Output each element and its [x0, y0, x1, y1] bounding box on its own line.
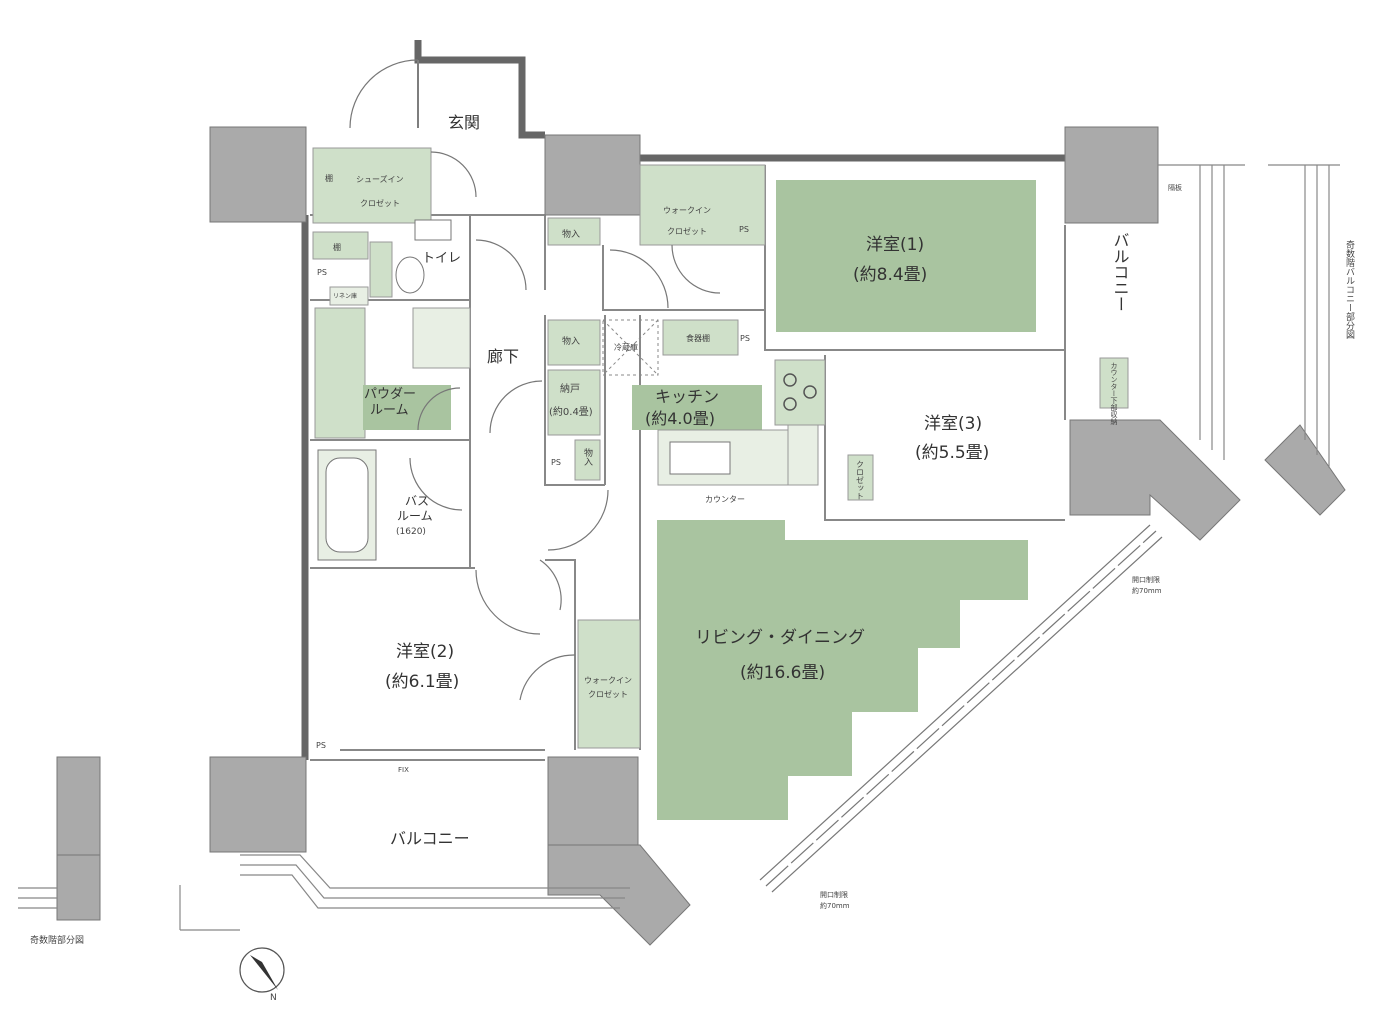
- ps-label-4: PS: [317, 268, 327, 277]
- closet-room3: [847, 454, 874, 501]
- kitchen-floor: [632, 385, 762, 430]
- room1-name: 洋室(1): [866, 235, 924, 255]
- dish-shelf-label: 食器棚: [686, 333, 710, 343]
- room3-name: 洋室(3): [924, 414, 982, 434]
- stove-area: [774, 359, 826, 426]
- ps-label-2: PS: [740, 334, 750, 343]
- opening-limit-size-1: 約70mm: [1132, 586, 1162, 595]
- wardrobe-upper: [412, 307, 471, 369]
- balcony-bottom-label: バルコニー: [390, 829, 470, 848]
- shelf-label-2: 棚: [333, 242, 341, 252]
- fridge-label: 冷蔵庫: [614, 342, 638, 352]
- living-floor: [657, 520, 1028, 820]
- ps-label-3: PS: [551, 458, 561, 467]
- room3-size: (約5.5畳): [915, 443, 989, 463]
- exterior-walls: [301, 40, 1065, 760]
- shelf-area: [312, 231, 369, 260]
- powder-storage: [314, 307, 366, 439]
- living-size: (約16.6畳): [740, 663, 825, 683]
- balcony-right-label: バルコニー: [1111, 232, 1130, 312]
- fridge-icon: [602, 319, 659, 376]
- structural-columns: [56, 126, 1346, 946]
- powder-label-1: パウダー: [364, 387, 416, 402]
- storage-in-label-2: 物入: [562, 335, 580, 347]
- balcony-railing-left: [18, 887, 57, 909]
- living-name: リビング・ダイニング: [695, 628, 865, 648]
- bathtub-icon: [317, 449, 377, 561]
- upper-cabinet-toilet: [369, 241, 393, 298]
- entrance-label: 玄関: [448, 113, 480, 132]
- sink-icon: [669, 441, 731, 475]
- room-labels: 玄関 シューズイン クロゼット トイレ 廊下 パウダー ルーム バス ルーム (…: [356, 113, 1130, 848]
- kitchen-name: キッチン: [655, 387, 719, 406]
- toilet-label: トイレ: [422, 251, 461, 266]
- dish-shelf-area: [662, 319, 739, 356]
- closet-room3-label: クロゼット: [856, 460, 865, 500]
- counter-storage-label: カウンター下部収納: [1110, 362, 1118, 426]
- balcony-railing-right: [1158, 164, 1340, 468]
- fixture-labels: ウォークイン クロゼット ウォークイン クロゼット カウンター 食器棚 冷蔵庫 …: [30, 173, 1355, 1003]
- stove-burners-icon: [783, 373, 817, 411]
- storage-in-label-3: 物入: [582, 447, 593, 466]
- ps-label-5: PS: [316, 741, 326, 750]
- storage-in-2: [547, 319, 601, 366]
- corridor-label: 廊下: [487, 347, 519, 366]
- bath-label-1: バス: [405, 494, 429, 508]
- walkin-closet-1: [639, 164, 766, 246]
- storage-in-1: [547, 217, 601, 246]
- odd-floor-balcony-label: 奇数階バルコニー部分図: [1344, 239, 1355, 340]
- storage-name: 納戸: [560, 382, 580, 395]
- walkin-closet2-label-2: クロゼット: [588, 689, 628, 699]
- walkin-closet2-label-1: ウォークイン: [584, 676, 632, 685]
- partition-label: 隔板: [1168, 183, 1182, 192]
- north-arrow-icon: [239, 947, 285, 993]
- room1-floor: [776, 180, 1036, 332]
- door-swings: [349, 59, 721, 701]
- counter-storage-area: [1099, 357, 1129, 409]
- powder-floor: [363, 385, 451, 430]
- window-diagonal: [759, 524, 1163, 893]
- north-label: N: [270, 993, 277, 1003]
- bath-label-2: ルーム: [397, 509, 433, 523]
- bath-size-label: (1620): [396, 527, 426, 537]
- shoes-closet-label-2: クロゼット: [360, 198, 400, 208]
- room1-size: (約8.4畳): [853, 265, 927, 285]
- opening-limit-label-2: 開口制限: [820, 890, 848, 899]
- storage-in-label-1: 物入: [562, 228, 580, 240]
- room2-size: (約6.1畳): [385, 672, 459, 692]
- odd-floor-part-label: 奇数階部分図: [30, 934, 84, 946]
- shoes-closet-area: [312, 147, 432, 224]
- linen-area: [329, 286, 369, 306]
- counter-label: カウンター: [705, 495, 745, 504]
- walkin-closet-2: [577, 619, 641, 749]
- storage-size: (約0.4畳): [549, 405, 593, 418]
- walkin-closet1-label-2: クロゼット: [667, 226, 707, 236]
- toilet-icon: [395, 219, 452, 294]
- shoes-closet-label-1: シューズイン: [356, 174, 404, 184]
- linen-label: リネン庫: [333, 292, 357, 300]
- floor-areas: [312, 147, 1129, 820]
- storage-in-3: [574, 439, 601, 481]
- fix-label: FIX: [398, 766, 409, 774]
- shelf-label-1: 棚: [325, 173, 333, 183]
- balcony-railing-bottom: [179, 854, 630, 931]
- storage-room: [547, 369, 601, 436]
- opening-limit-label-1: 開口制限: [1132, 575, 1160, 584]
- ps-label-1: PS: [739, 225, 749, 234]
- room2-name: 洋室(2): [396, 642, 454, 662]
- kitchen-size: (約4.0畳): [645, 409, 715, 428]
- opening-limit-size-2: 約70mm: [820, 901, 850, 910]
- walkin-closet1-label-1: ウォークイン: [663, 206, 711, 215]
- upper-cabinet-kitchen: [787, 424, 819, 486]
- powder-label-2: ルーム: [370, 403, 409, 418]
